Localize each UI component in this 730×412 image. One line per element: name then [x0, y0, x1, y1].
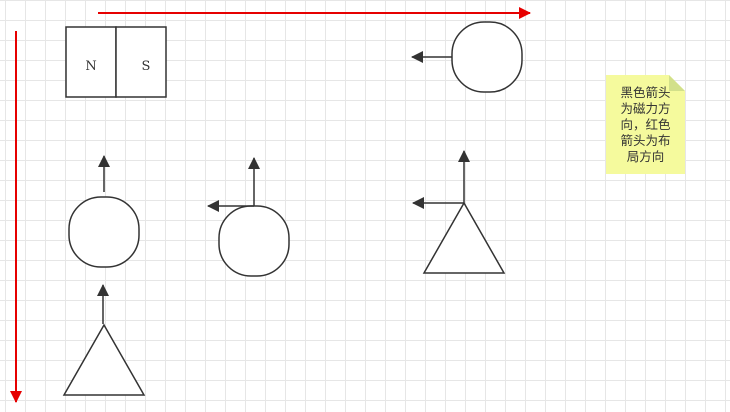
sticky-note: 黑色箭头 为磁力方 向，红色 箭头为布 局方向 — [606, 75, 685, 174]
triangle-node-right — [412, 150, 506, 274]
circle-shape — [68, 196, 140, 268]
magnet-south-pole — [115, 26, 167, 98]
note-body — [606, 75, 685, 174]
note-line-2: 为磁力方 — [620, 101, 670, 116]
circle-node-left — [68, 155, 140, 268]
triangle-node-bottom-left — [62, 284, 146, 396]
circle-node-top-right — [411, 21, 523, 93]
note-line-4: 箭头为布 — [620, 133, 670, 148]
circle-shape — [451, 21, 523, 93]
magnet: N S — [65, 26, 167, 98]
note-line-1: 黑色箭头 — [620, 85, 670, 100]
note-line-3: 向，红色 — [620, 117, 671, 132]
circle-shape — [218, 205, 290, 277]
magnet-south-label: S — [142, 59, 151, 74]
note-line-5: 局方向 — [627, 149, 665, 164]
triangle-shape — [62, 323, 146, 396]
triangle-shape — [422, 201, 506, 274]
note-fold — [669, 75, 685, 91]
circle-node-middle — [207, 157, 290, 277]
magnet-north-label: N — [85, 59, 96, 74]
